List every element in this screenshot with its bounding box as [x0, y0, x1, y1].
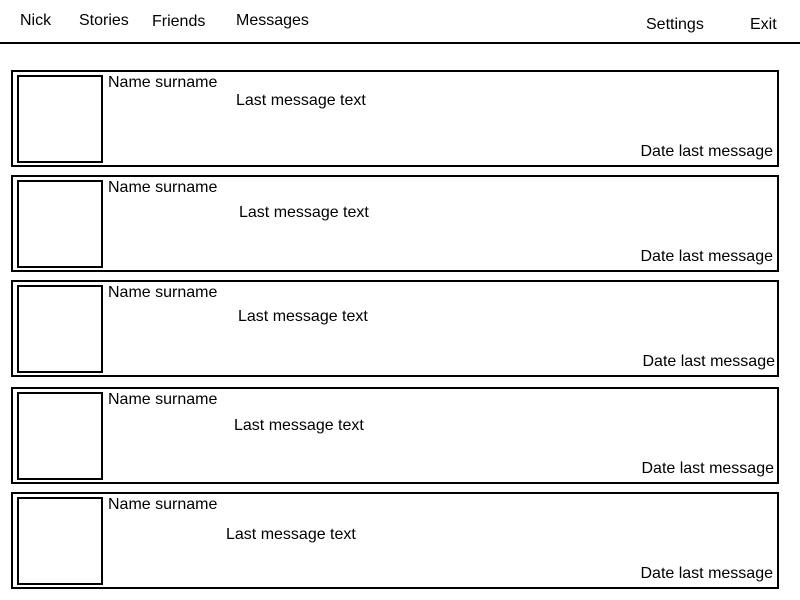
- avatar: [17, 497, 103, 585]
- last-message-date: Date last message: [640, 248, 773, 265]
- conversation-card[interactable]: Name surname Last message text Date last…: [11, 387, 779, 484]
- contact-name: Name surname: [108, 496, 218, 513]
- last-message-text: Last message text: [238, 308, 368, 325]
- nav-nick[interactable]: Nick: [20, 12, 52, 29]
- nav-exit[interactable]: Exit: [750, 16, 777, 33]
- avatar: [17, 75, 103, 163]
- nav-settings[interactable]: Settings: [646, 16, 704, 33]
- nav-messages[interactable]: Messages: [236, 12, 309, 29]
- nav-stories[interactable]: Stories: [79, 12, 129, 29]
- top-nav-bar: Nick Stories Friends Messages Settings E…: [0, 0, 800, 44]
- last-message-date: Date last message: [642, 353, 775, 370]
- conversation-card[interactable]: Name surname Last message text Date last…: [11, 70, 779, 167]
- avatar: [17, 285, 103, 373]
- avatar: [17, 392, 103, 480]
- contact-name: Name surname: [108, 284, 218, 301]
- last-message-text: Last message text: [236, 92, 366, 109]
- contact-name: Name surname: [108, 391, 218, 408]
- last-message-text: Last message text: [226, 526, 356, 543]
- nav-friends[interactable]: Friends: [152, 13, 206, 30]
- conversation-card[interactable]: Name surname Last message text Date last…: [11, 492, 779, 589]
- conversation-card[interactable]: Name surname Last message text Date last…: [11, 175, 779, 272]
- last-message-text: Last message text: [234, 417, 364, 434]
- last-message-date: Date last message: [640, 565, 773, 582]
- conversation-card[interactable]: Name surname Last message text Date last…: [11, 280, 779, 377]
- last-message-date: Date last message: [641, 460, 774, 477]
- avatar: [17, 180, 103, 268]
- contact-name: Name surname: [108, 74, 218, 91]
- contact-name: Name surname: [108, 179, 218, 196]
- last-message-text: Last message text: [239, 204, 369, 221]
- last-message-date: Date last message: [640, 143, 773, 160]
